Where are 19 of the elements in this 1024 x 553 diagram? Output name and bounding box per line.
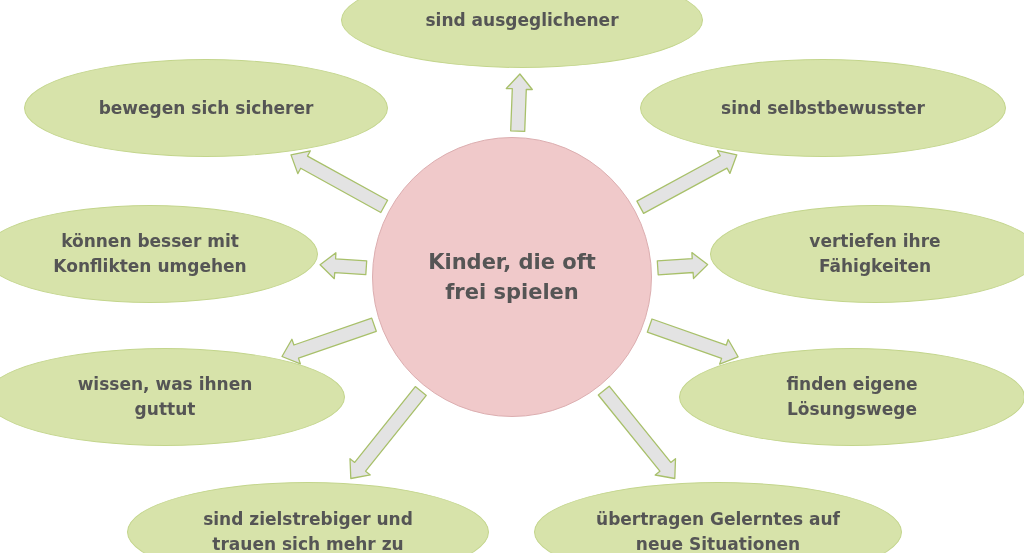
block-arrow [290, 150, 389, 214]
outcome-label: vertiefen ihre Fähigkeiten [808, 230, 942, 278]
outcome-label: sind zielstrebiger und trauen sich mehr zu [202, 508, 414, 553]
block-arrow [636, 149, 738, 215]
block-arrow [281, 317, 377, 365]
outcome-label: sind selbstbewusster [721, 96, 925, 120]
outcome-label: finden eigene Lösungswege [785, 373, 919, 421]
block-arrow [319, 252, 368, 280]
block-arrow [597, 385, 677, 480]
outcome-label: können besser mit Konflikten umgehen [52, 230, 248, 278]
outcome-label: sind ausgeglichener [425, 8, 619, 32]
block-arrow [349, 385, 427, 480]
outcome-label: wissen, was ihnen guttut [76, 373, 254, 421]
block-arrow [646, 318, 739, 365]
outcome-label: übertragen Gelerntes auf neue Situationen [595, 508, 841, 553]
center-label: Kinder, die oft frei spielen [427, 248, 597, 306]
block-arrow [505, 73, 533, 133]
outcome-label: bewegen sich sicherer [98, 96, 314, 120]
block-arrow [656, 251, 709, 280]
